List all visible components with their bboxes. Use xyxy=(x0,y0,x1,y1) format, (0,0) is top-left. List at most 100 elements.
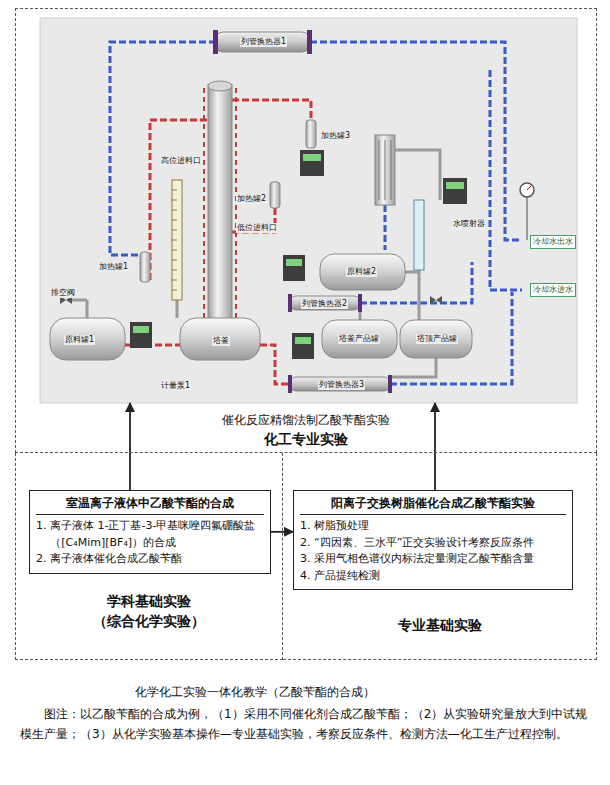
illustration-part xyxy=(130,322,152,348)
illustration-part xyxy=(527,186,531,190)
illustration-part xyxy=(208,85,232,320)
illustration-part xyxy=(295,337,311,344)
illustration-part xyxy=(310,42,522,240)
illustration-part xyxy=(133,326,149,333)
illustration-part xyxy=(446,182,464,189)
illustration-part xyxy=(400,320,472,358)
equipment-label: 原料罐2 xyxy=(346,267,377,277)
illustration-part xyxy=(288,375,292,393)
illustration-part xyxy=(260,345,290,384)
illustration-part xyxy=(390,292,512,384)
content-box: 室温离子液体中乙酸苄酯的合成 1. 离子液体 1-正丁基-3-甲基咪唑四氟硼酸盐（… xyxy=(29,490,271,574)
figure-title: 化学化工实验一体化教学（乙酸苄酯的合成） xyxy=(0,684,510,701)
illustration-part xyxy=(306,120,316,148)
illustration-part xyxy=(395,150,440,200)
equipment-label: 加热罐3 xyxy=(320,131,351,141)
illustration-part xyxy=(215,32,310,52)
illustration-part xyxy=(384,205,387,250)
illustration-part xyxy=(490,70,522,290)
equipment-label: 塔顶产品罐 xyxy=(416,334,458,344)
experiment-name: 催化反应精馏法制乙酸苄酯实验 xyxy=(16,411,596,429)
illustration-part xyxy=(290,377,390,391)
illustration-part xyxy=(430,296,442,304)
illustration-part xyxy=(70,300,87,318)
region-panel: 学科基础实验 （综合化学实验） 室温离子液体中乙酸苄酯的合成 1. 离子液体 1-正… xyxy=(15,453,283,660)
equipment-label: 计量泵1 xyxy=(160,381,191,391)
list-item: 2. “四因素、三水平”正交实验设计考察反应条件 xyxy=(300,535,566,552)
illustration-part xyxy=(150,120,208,280)
list-item: 2. 离子液体催化合成乙酸苄酯 xyxy=(36,551,264,568)
region-panel: 催化反应精馏法制乙酸苄酯实验化工专业实验 xyxy=(15,8,597,453)
equipment-label: 原料罐1 xyxy=(64,335,95,345)
process-panel xyxy=(40,18,577,403)
equipment-label: 冷却水进水 xyxy=(530,283,576,297)
illustration-part xyxy=(300,150,324,176)
illustration-part xyxy=(172,190,177,290)
illustration-part xyxy=(388,375,392,393)
illustration-part xyxy=(526,197,528,240)
equipment-label: 列管换热器2 xyxy=(301,299,348,309)
illustration-part xyxy=(358,294,362,312)
illustration-part xyxy=(286,259,302,266)
region-label-group: 学科基础实验 （综合化学实验） xyxy=(16,591,282,632)
illustration-part xyxy=(290,296,360,310)
content-box: 阳离子交换树脂催化合成乙酸苄酯实验 1. 树脂预处理2. “四因素、三水平”正交实… xyxy=(293,490,573,590)
equipment-label: 塔釜 xyxy=(212,336,230,346)
illustration-part xyxy=(359,310,362,320)
illustration-part xyxy=(140,252,150,282)
equipment-label: 冷却水出水 xyxy=(530,235,576,249)
equipment-label: 列管换热器1 xyxy=(240,37,287,47)
illustration-part xyxy=(303,154,321,161)
list-item: 4. 产品提纯检测 xyxy=(300,568,566,585)
illustration-part xyxy=(418,270,421,320)
illustration-part xyxy=(288,294,292,312)
equipment-label: 低位进料口 xyxy=(236,223,278,233)
illustration-part xyxy=(307,30,312,54)
controllers xyxy=(130,150,467,359)
region-title: 专业基础实验 xyxy=(283,615,596,635)
list-item: 1. 树脂预处理 xyxy=(300,518,566,535)
region-panel: 专业基础实验 阳离子交换树脂催化合成乙酸苄酯实验 1. 树脂预处理2. “四因素、三… xyxy=(283,453,597,660)
illustration-part xyxy=(414,200,424,270)
illustration-part xyxy=(520,183,534,197)
region-title: 化工专业实验 xyxy=(16,429,596,449)
equipment-label: 排空阀 xyxy=(50,288,76,298)
box-heading: 室温离子液体中乙酸苄酯的合成 xyxy=(36,495,264,515)
equipment-label: 加热罐1 xyxy=(98,262,129,272)
illustration-part xyxy=(204,88,236,318)
pipes xyxy=(70,42,527,384)
illustration-part xyxy=(283,255,305,281)
equipment-label: 高位进料口 xyxy=(160,156,202,166)
list-item: 1. 离子液体 1-正丁基-3-甲基咪唑四氟硼酸盐（[C₄Mim][BF₄]）的… xyxy=(36,518,264,551)
list-item: 3. 采用气相色谱仪内标法定量测定乙酸苄酯含量 xyxy=(300,551,566,568)
illustration-part xyxy=(443,178,467,204)
region-label-group: 专业基础实验 xyxy=(283,615,596,635)
illustration-part xyxy=(176,300,179,318)
illustration-part xyxy=(379,140,391,200)
illustration-part xyxy=(292,333,314,359)
illustration-part xyxy=(322,320,397,358)
illustration-part xyxy=(50,318,125,360)
illustration-part xyxy=(405,271,419,274)
illustration-part xyxy=(172,180,182,300)
figure-caption: 图注：以乙酸苄酯的合成为例，（1）采用不同催化剂合成乙酸苄酯；（2）从实验研究量… xyxy=(20,704,592,744)
illustration-part xyxy=(320,254,405,290)
illustration-part xyxy=(213,30,218,54)
region-label-group: 催化反应精馏法制乙酸苄酯实验化工专业实验 xyxy=(16,411,596,449)
illustration-part xyxy=(125,344,180,347)
illustration-part xyxy=(208,81,232,91)
equipment-label: 水喷射器 xyxy=(452,219,486,229)
illustration-part xyxy=(110,42,216,255)
illustration-part xyxy=(270,182,280,208)
region-title: 学科基础实验 （综合化学实验） xyxy=(84,591,214,632)
equipment-label: 加热罐2 xyxy=(236,194,267,204)
box-heading: 阳离子交换树脂催化合成乙酸苄酯实验 xyxy=(300,495,566,515)
illustration-part xyxy=(180,318,260,360)
equipment-label: 塔釜产品罐 xyxy=(338,334,380,344)
flow-arrow xyxy=(129,403,131,490)
flow-arrow xyxy=(271,531,293,533)
illustration-part xyxy=(232,100,311,120)
